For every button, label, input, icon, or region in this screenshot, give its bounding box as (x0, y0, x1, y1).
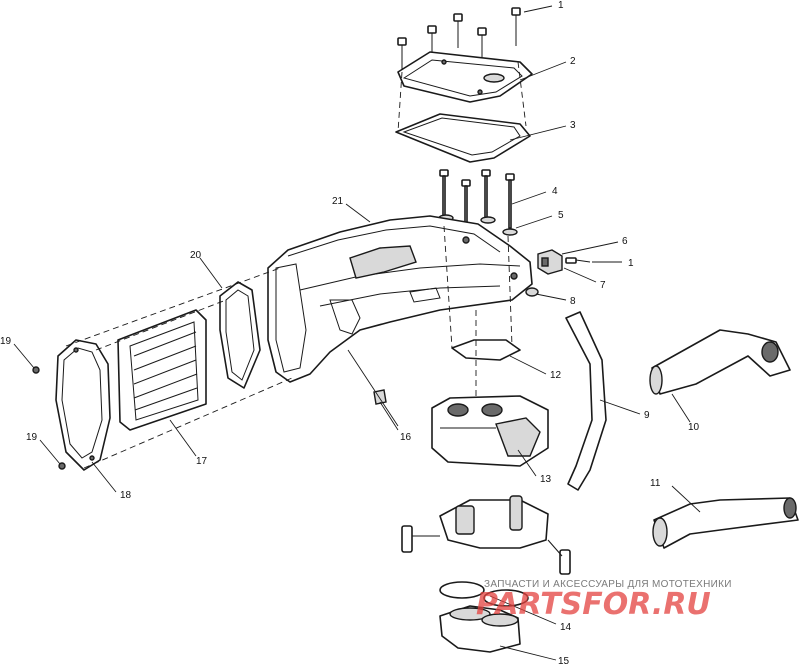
callout-11-outlet-duct: 11 (650, 478, 661, 489)
callout-18-cover: 18 (120, 490, 132, 501)
callout-13-throttle-body: 13 (540, 474, 552, 485)
callout-16-drain: 16 (400, 432, 412, 443)
callout-numbers: 1 2 3 4 5 6 1 7 8 9 10 11 12 13 14 15 16… (0, 0, 700, 667)
callout-1-sensor-screw: 1 (628, 258, 634, 269)
top-cover-bolts (397, 7, 521, 72)
callout-5-washers: 5 (558, 210, 564, 221)
callout-19-screw-top: 19 (0, 336, 12, 347)
watermark-tagline: ЗАПЧАСТИ И АКСЕССУАРЫ ДЛЯ МОТОТЕХНИКИ (484, 579, 732, 590)
intake-duct (649, 329, 791, 395)
cover-screws (32, 366, 66, 470)
airbox-top-cover (397, 51, 533, 103)
throttle-body-gasket (451, 339, 521, 361)
alignment-lines (65, 61, 527, 469)
callout-20-seal: 20 (190, 250, 202, 261)
airbox-housing (267, 215, 533, 383)
watermark: ЗАПЧАСТИ И АКСЕССУАРЫ ДЛЯ МОТОТЕХНИКИ PA… (476, 579, 732, 622)
callout-1-bolts: 1 (558, 0, 564, 11)
filter-cover (55, 339, 111, 471)
watermark-logo: PARTSFOR.RU (476, 587, 711, 622)
callout-12-flange-gasket: 12 (550, 370, 562, 381)
callout-14-clamps: 14 (560, 622, 572, 633)
filter-seal-ring (219, 281, 261, 389)
callout-3-gasket: 3 (570, 120, 576, 131)
throttle-body (431, 395, 549, 467)
callout-19-screw-bottom: 19 (26, 432, 38, 443)
fuel-rail-assembly (401, 495, 571, 575)
callout-6-sensor: 6 (622, 236, 628, 247)
intake-boots (439, 605, 521, 653)
callout-21-housing: 21 (332, 196, 344, 207)
intake-clamps (439, 581, 529, 607)
callout-17-filter: 17 (196, 456, 208, 467)
callout-7-clip: 7 (600, 280, 606, 291)
callout-10-intake-duct: 10 (688, 422, 700, 433)
callout-4-long-bolts: 4 (552, 186, 558, 197)
outlet-duct (652, 497, 799, 549)
grommet (525, 287, 539, 297)
leader-lines (13, 5, 701, 661)
callout-2-top-cover: 2 (570, 56, 576, 67)
callout-15-boots: 15 (558, 656, 570, 667)
vent-hose (565, 311, 607, 491)
callout-9-hose: 9 (644, 410, 650, 421)
air-temp-sensor (537, 249, 591, 275)
top-cover-gasket (395, 113, 531, 163)
air-filter-element (117, 309, 207, 431)
callout-8-grommet: 8 (570, 296, 576, 307)
